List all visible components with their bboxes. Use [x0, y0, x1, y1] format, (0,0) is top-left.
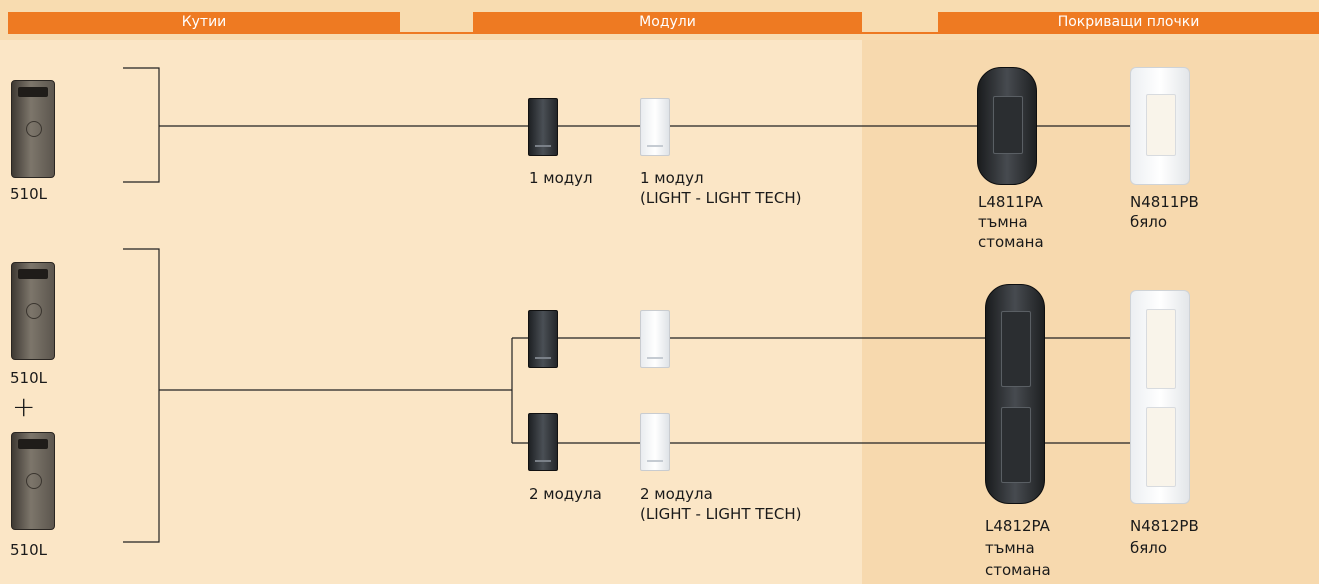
row2-bracket: [123, 249, 159, 542]
module-white-label-row1: 1 модул: [640, 168, 704, 188]
module-white-sublabel-row2: (LIGHT - LIGHT TECH): [640, 504, 802, 524]
plate-white-row2: [1130, 290, 1190, 504]
box-code-row2-bottom: 510L: [10, 540, 47, 560]
module-white-row1: [640, 98, 670, 156]
module-white-label-row2: 2 модула: [640, 484, 713, 504]
plate-dark-row2: [985, 284, 1045, 504]
plate-white-code-row1: N4811PB: [1130, 192, 1199, 212]
module-dark-label-row1: 1 модул: [529, 168, 593, 188]
plate-dark-color-row1-line1: тъмна: [978, 212, 1028, 232]
plate-white-row1: [1130, 67, 1190, 185]
plus-sign: +: [12, 393, 35, 421]
box-510l-row2-bottom: [11, 432, 55, 530]
box-510l-row1: [11, 80, 55, 178]
module-white-sublabel-row1: (LIGHT - LIGHT TECH): [640, 188, 802, 208]
plate-white-color-row2: бяло: [1130, 538, 1167, 558]
plate-dark-color-row2-line2: стомана: [985, 560, 1051, 580]
box-code-row1: 510L: [10, 184, 47, 204]
plate-dark-color-row1-line2: стомана: [978, 232, 1044, 252]
plate-dark-color-row2-line1: тъмна: [985, 538, 1035, 558]
row1-bracket: [123, 68, 159, 182]
module-white-row2-upper: [640, 310, 670, 368]
module-dark-row2-upper: [528, 310, 558, 368]
plate-dark-row1: [977, 67, 1037, 185]
module-dark-label-row2: 2 модула: [529, 484, 602, 504]
box-510l-row2-top: [11, 262, 55, 360]
module-dark-row1: [528, 98, 558, 156]
plate-white-color-row1: бяло: [1130, 212, 1167, 232]
plate-dark-code-row2: L4812PA: [985, 516, 1050, 536]
plate-dark-code-row1: L4811PA: [978, 192, 1043, 212]
module-dark-row2-lower: [528, 413, 558, 471]
module-white-row2-lower: [640, 413, 670, 471]
plate-white-code-row2: N4812PB: [1130, 516, 1199, 536]
box-code-row2-top: 510L: [10, 368, 47, 388]
